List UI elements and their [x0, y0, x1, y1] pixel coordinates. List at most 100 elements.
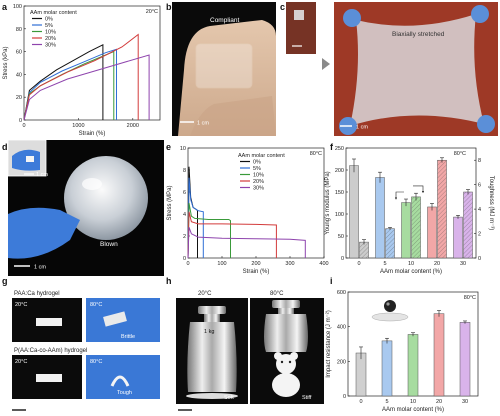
- chart-i-inset-plate: [371, 312, 409, 322]
- photo-d-inset-scale-label: 1 cm: [36, 172, 48, 178]
- chart-f-xtick-label: 10: [408, 261, 414, 267]
- chart-f-xtick-label: 20: [434, 261, 440, 267]
- photo-h-20c-label: 20°C: [198, 291, 212, 297]
- chart-f-bar-modulus: [427, 206, 437, 259]
- chart-a-legend-label: 0%: [45, 17, 53, 23]
- chart-i-inset-ball-highlight: [386, 302, 390, 306]
- chart-e-ytick-label: 10: [180, 146, 186, 152]
- photo-c-biaxial-stretch: Biaxially stretched 1 cm: [286, 2, 498, 136]
- chart-e-ytick-label: 6: [183, 190, 186, 196]
- chart-a-temperature: 20°C: [146, 9, 158, 15]
- chart-e-series-10%: [187, 202, 231, 259]
- chart-e-xtick-label: 400: [319, 261, 328, 267]
- chart-f-ytick-label: 50: [338, 234, 344, 240]
- chart-f-ytick-label: 250: [335, 146, 344, 152]
- chart-f-axis-indicator: [394, 191, 404, 200]
- panel-label-e: e: [166, 142, 171, 152]
- panel-label-b: b: [166, 2, 172, 12]
- chart-f-axis-indicator: [413, 185, 425, 194]
- chart-a-ytick-label: 0: [19, 118, 22, 124]
- chart-a-xlabel: Strain (%): [79, 131, 106, 137]
- photo-h-soft-label: Soft: [224, 395, 234, 401]
- chart-f-xtick-label: 30: [460, 261, 466, 267]
- chart-f-ylabel: Young’s modulus (MPa): [325, 171, 331, 234]
- chart-f-ylabel2: Toughness (MJ m⁻³): [488, 176, 494, 231]
- chart-f-bar-modulus: [349, 165, 359, 259]
- photo-g-title-paa: PAA:Ca hydrogel: [14, 291, 60, 297]
- chart-i-bar: [355, 352, 367, 397]
- chart-i-ytick-label: 0: [343, 394, 346, 400]
- chart-a-ytick-label: 60: [16, 50, 22, 56]
- panel-label-c: c: [280, 2, 285, 12]
- panel-label-i: i: [330, 276, 333, 286]
- chart-f-ytick-label: 150: [335, 190, 344, 196]
- chart-a-ytick-label: 20: [16, 95, 22, 101]
- chart-e-ytick-label: 2: [183, 234, 186, 240]
- chart-f-bar-toughness-hatch: [411, 196, 421, 258]
- photo-h-weight-label: 1 kg: [204, 329, 214, 335]
- chart-a-frame: [23, 5, 161, 121]
- chart-a-legend-label: 20%: [45, 36, 56, 42]
- chart-a-xtick-label: 2000: [127, 123, 139, 129]
- chart-e-series-30%: [187, 227, 306, 259]
- chart-a-legend-label: 5%: [45, 23, 53, 29]
- chart-a-legend-label: 10%: [45, 30, 56, 36]
- chart-e-xtick-label: 0: [186, 261, 189, 267]
- chart-e-ytick-label: 0: [183, 256, 186, 262]
- chart-i-xtick-label: 20: [436, 399, 442, 405]
- chart-i-ytick-label: 200: [337, 359, 346, 365]
- chart-f-ytick2-label: 0: [478, 256, 481, 262]
- chart-a-series-0%: [23, 43, 104, 121]
- chart-e-ylabel: Stress (MPa): [167, 185, 173, 220]
- chart-i-bar: [459, 322, 471, 397]
- chart-e-xtick-label: 100: [217, 261, 226, 267]
- photo-g-80c-label-2: 80°C: [90, 359, 102, 365]
- photo-b-caption: Compliant: [210, 17, 239, 24]
- panel-label-d: d: [2, 142, 8, 152]
- chart-f-ytick-label: 0: [341, 256, 344, 262]
- chart-f-frame: [345, 147, 477, 259]
- chart-e-temperature: 80°C: [310, 151, 322, 157]
- chart-e-legend-label: 20%: [253, 179, 264, 185]
- chart-a-xtick-label: 0: [22, 123, 25, 129]
- chart-f-xtick-label: 0: [357, 261, 360, 267]
- chart-f-ytick2-label: 6: [478, 183, 481, 189]
- chart-i-xtick-label: 30: [462, 399, 468, 405]
- photo-h-80c-label: 80°C: [270, 291, 284, 297]
- photo-d-scale-label: 1 cm: [34, 265, 46, 271]
- chart-e-legend-title: AAm molar content: [238, 153, 285, 159]
- chart-i-ytick-label: 400: [337, 325, 346, 331]
- chart-f-xtick-label: 5: [383, 261, 386, 267]
- photo-h-stiff-label: Stiff: [302, 395, 312, 401]
- chart-i-ylabel: Impact resistance (J m⁻²): [326, 310, 332, 378]
- chart-f-bar-modulus: [401, 202, 411, 259]
- chart-f-bar-toughness-hatch: [437, 160, 447, 258]
- chart-i-ytick-label: 600: [337, 290, 346, 296]
- photo-g-scale-label: 1 cm: [30, 409, 42, 415]
- chart-i-bar: [407, 334, 419, 397]
- chart-f-bar-toughness-hatch: [463, 192, 473, 258]
- photo-d-caption: Blown: [100, 241, 118, 248]
- chart-e-ytick-label: 4: [183, 212, 186, 218]
- panel-label-h: h: [166, 276, 172, 286]
- photo-g-brittle-label: Brittle: [121, 334, 135, 340]
- chart-e-ytick-label: 8: [183, 168, 186, 174]
- chart-i-xtick-label: 0: [359, 399, 362, 405]
- panel-label-g: g: [2, 276, 8, 286]
- photo-g-80c-label-1: 80°C: [90, 302, 102, 308]
- photo-b-scale-label: 1 cm: [197, 121, 209, 127]
- chart-f-ytick-label: 200: [335, 168, 344, 174]
- chart-e-xtick-label: 300: [285, 261, 294, 267]
- chart-a-ytick-label: 40: [16, 72, 22, 78]
- chart-e-xlabel: Strain (%): [243, 269, 270, 275]
- chart-f-ytick2-label: 8: [478, 158, 481, 164]
- chart-e-legend-label: 30%: [253, 186, 264, 192]
- chart-f-bar-modulus: [453, 216, 463, 259]
- photo-h-scale-label: 1 cm: [196, 409, 208, 415]
- chart-a-xtick-label: 1000: [72, 123, 84, 129]
- photo-g-hydrogel-comparison: PAA:Ca hydrogel 20°C 80°C Brittle P(AA:C…: [12, 291, 160, 415]
- chart-f-xlabel: AAm molar content (%): [380, 269, 442, 275]
- chart-a-legend-label: 30%: [45, 43, 56, 49]
